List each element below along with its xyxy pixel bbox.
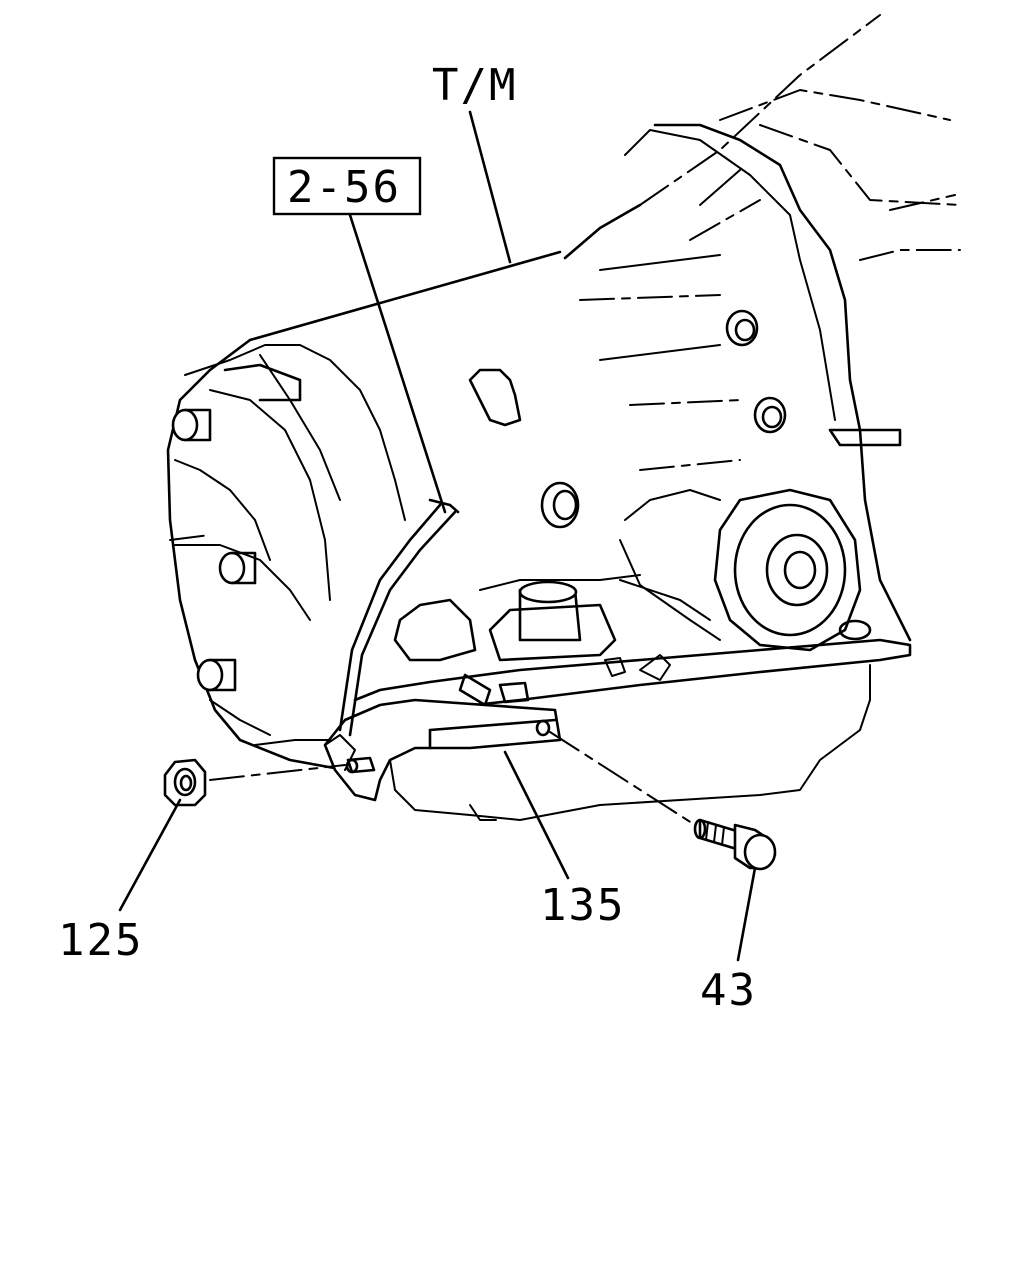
leader-ref-box [348, 213, 447, 514]
alignment-lines [209, 731, 696, 826]
callout-nut: 125 [58, 915, 143, 966]
callout-bracket: 135 [540, 880, 625, 931]
callout-ref-box: 2-56 [287, 162, 401, 213]
callout-tm: T/M [432, 60, 517, 111]
callouts: T/M 2-56 125 135 43 [58, 60, 757, 1016]
bolt-part [693, 818, 777, 871]
transmission-housing [166, 14, 961, 821]
nut-part [163, 758, 207, 807]
ref-box-frame [272, 156, 422, 216]
stud-part [345, 756, 376, 774]
callout-bolt: 43 [700, 965, 757, 1016]
oil-pan [353, 574, 912, 821]
cable-part [338, 498, 460, 737]
output-flange [619, 488, 862, 652]
leader-nut [118, 798, 182, 912]
leader-bolt [736, 866, 757, 962]
bracket-part [323, 698, 562, 802]
leader-bracket [503, 750, 570, 880]
leader-lines [118, 110, 757, 962]
leader-tm [468, 110, 512, 264]
case-bosses [468, 254, 902, 529]
bell-bolts [171, 363, 302, 692]
